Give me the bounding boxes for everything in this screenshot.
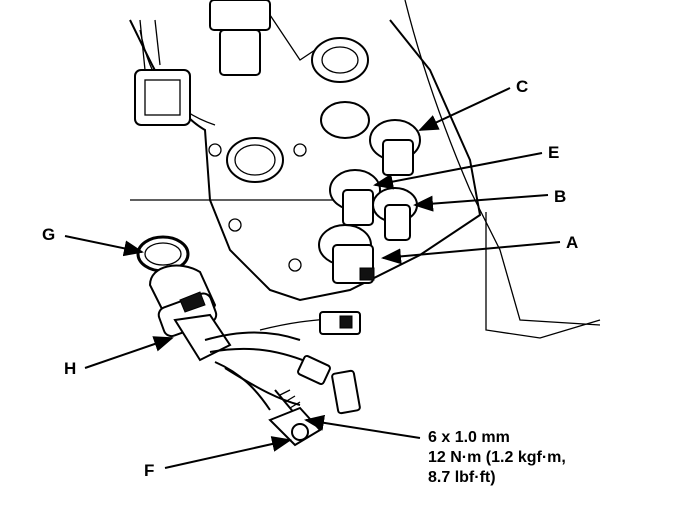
callout-b: B <box>554 187 566 206</box>
callout-e: E <box>548 143 559 162</box>
bolt-torque-imperial-label: 8.7 lbf·ft) <box>428 469 496 486</box>
callout-h: H <box>64 359 76 378</box>
sensor-wiring-harness <box>204 311 361 415</box>
transmission-housing <box>129 0 601 339</box>
bolt-torque-label: 12 N·m (1.2 kgf·m, <box>428 449 566 466</box>
callout-a: A <box>566 233 578 252</box>
solenoid-connectors <box>318 119 421 284</box>
callout-c: C <box>516 77 528 96</box>
upper-harness-connector <box>134 0 271 126</box>
callout-f: F <box>144 461 154 480</box>
speed-sensor <box>148 264 232 362</box>
callout-g: G <box>42 225 55 244</box>
bolt-size-label: 6 x 1.0 mm <box>428 429 510 446</box>
leader-lines <box>64 87 561 469</box>
